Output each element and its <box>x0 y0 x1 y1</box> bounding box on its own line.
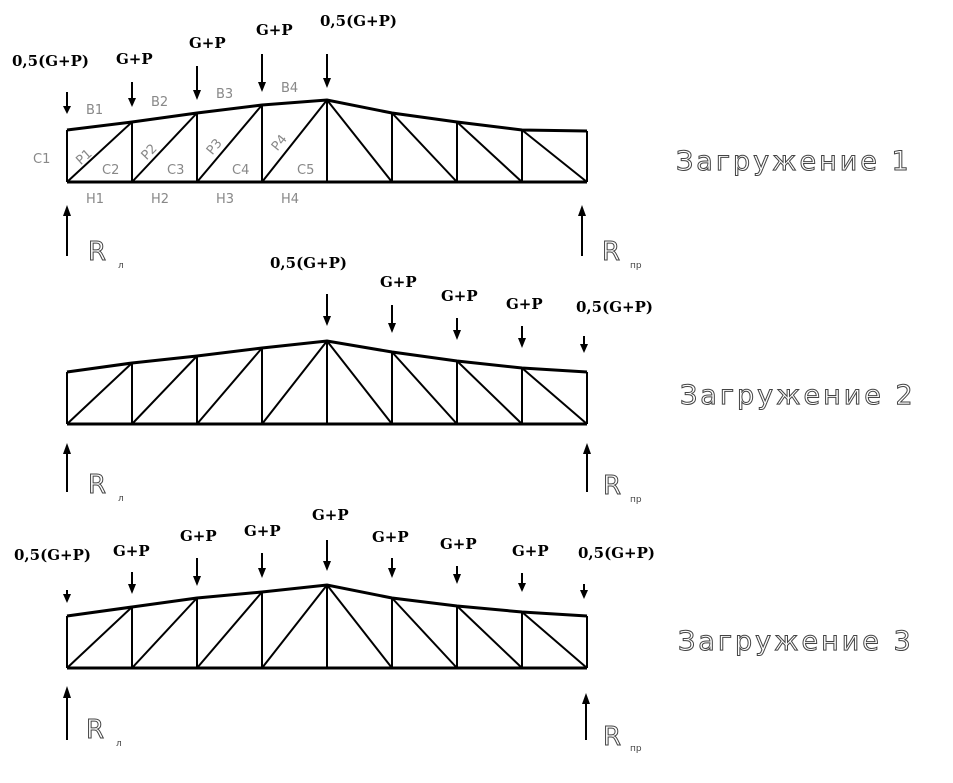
verticals <box>66 585 588 668</box>
reaction-right-sub: пр <box>630 495 642 505</box>
truss-2 <box>66 339 588 426</box>
load-label: G+P <box>380 273 417 291</box>
label-c5: C5 <box>297 163 314 178</box>
load-label: G+P <box>441 287 478 305</box>
member-labels: B1 B2 B3 B4 H1 H2 H3 H4 C1 C2 C3 C4 C5 P… <box>33 81 314 207</box>
diagonals <box>66 340 588 425</box>
label-b1: B1 <box>86 103 103 118</box>
label-c2: C2 <box>102 163 119 178</box>
label-c3: C3 <box>167 163 184 178</box>
reaction-right-symbol: R <box>603 722 621 752</box>
loads-2: 0,5(G+P) G+P G+P G+P 0,5(G+P) <box>270 254 653 353</box>
load-label: G+P <box>372 528 409 546</box>
reaction-right-sub: пр <box>630 744 642 754</box>
verticals <box>66 100 588 182</box>
label-b2: B2 <box>151 95 168 110</box>
label-p3: P3 <box>204 136 226 158</box>
load-label: G+P <box>312 506 349 524</box>
scheme-3: 0,5(G+P) G+P G+P G+P G+P G+P G+P G+P 0,5… <box>14 506 914 754</box>
reactions-1: R л R пр <box>63 205 642 271</box>
label-h4: H4 <box>281 192 299 207</box>
label-h3: H3 <box>216 192 234 207</box>
load-label: 0,5(G+P) <box>320 12 397 30</box>
load-label: 0,5(G+P) <box>12 52 89 70</box>
load-label: 0,5(G+P) <box>578 544 655 562</box>
truss-3 <box>66 583 588 670</box>
label-b3: B3 <box>216 87 233 102</box>
reaction-left-sub: л <box>118 494 124 504</box>
label-c4: C4 <box>232 163 249 178</box>
truss-1 <box>66 98 588 184</box>
reaction-left-symbol: R <box>88 237 106 267</box>
label-h2: H2 <box>151 192 169 207</box>
reactions-3: R л R пр <box>63 686 642 754</box>
reaction-right-symbol: R <box>602 237 620 267</box>
label-p2: P2 <box>139 141 161 163</box>
load-label: G+P <box>113 542 150 560</box>
scheme-1: B1 B2 B3 B4 H1 H2 H3 H4 C1 C2 C3 C4 C5 P… <box>12 12 912 271</box>
label-c1: C1 <box>33 152 50 167</box>
load-label: G+P <box>116 50 153 68</box>
reaction-left-symbol: R <box>86 715 104 745</box>
label-p1: P1 <box>73 147 95 169</box>
load-label: G+P <box>512 542 549 560</box>
load-label: 0,5(G+P) <box>270 254 347 272</box>
load-label: G+P <box>189 34 226 52</box>
loads-3: 0,5(G+P) G+P G+P G+P G+P G+P G+P G+P 0,5… <box>14 506 655 603</box>
label-b4: B4 <box>281 81 298 96</box>
reaction-right-sub: пр <box>630 261 642 271</box>
scheme-2: 0,5(G+P) G+P G+P G+P 0,5(G+P) R л R пр З… <box>63 254 916 505</box>
reaction-left-symbol: R <box>88 470 106 500</box>
diagonals <box>66 99 588 183</box>
reaction-left-sub: л <box>116 739 122 749</box>
load-label: 0,5(G+P) <box>14 546 91 564</box>
scheme-caption: Загружение 2 <box>680 380 916 411</box>
load-label: 0,5(G+P) <box>576 298 653 316</box>
load-label: G+P <box>506 295 543 313</box>
reaction-left-sub: л <box>118 261 124 271</box>
reaction-right-symbol: R <box>603 471 621 501</box>
load-label: G+P <box>256 21 293 39</box>
load-label: G+P <box>244 522 281 540</box>
load-label: G+P <box>440 535 477 553</box>
scheme-caption: Загружение 3 <box>678 626 914 657</box>
diagonals <box>66 584 588 669</box>
loads-1: 0,5(G+P) G+P G+P G+P 0,5(G+P) <box>12 12 397 114</box>
label-h1: H1 <box>86 192 104 207</box>
scheme-caption: Загружение 1 <box>676 146 912 177</box>
verticals <box>66 341 588 424</box>
reactions-2: R л R пр <box>63 443 642 505</box>
load-label: G+P <box>180 527 217 545</box>
